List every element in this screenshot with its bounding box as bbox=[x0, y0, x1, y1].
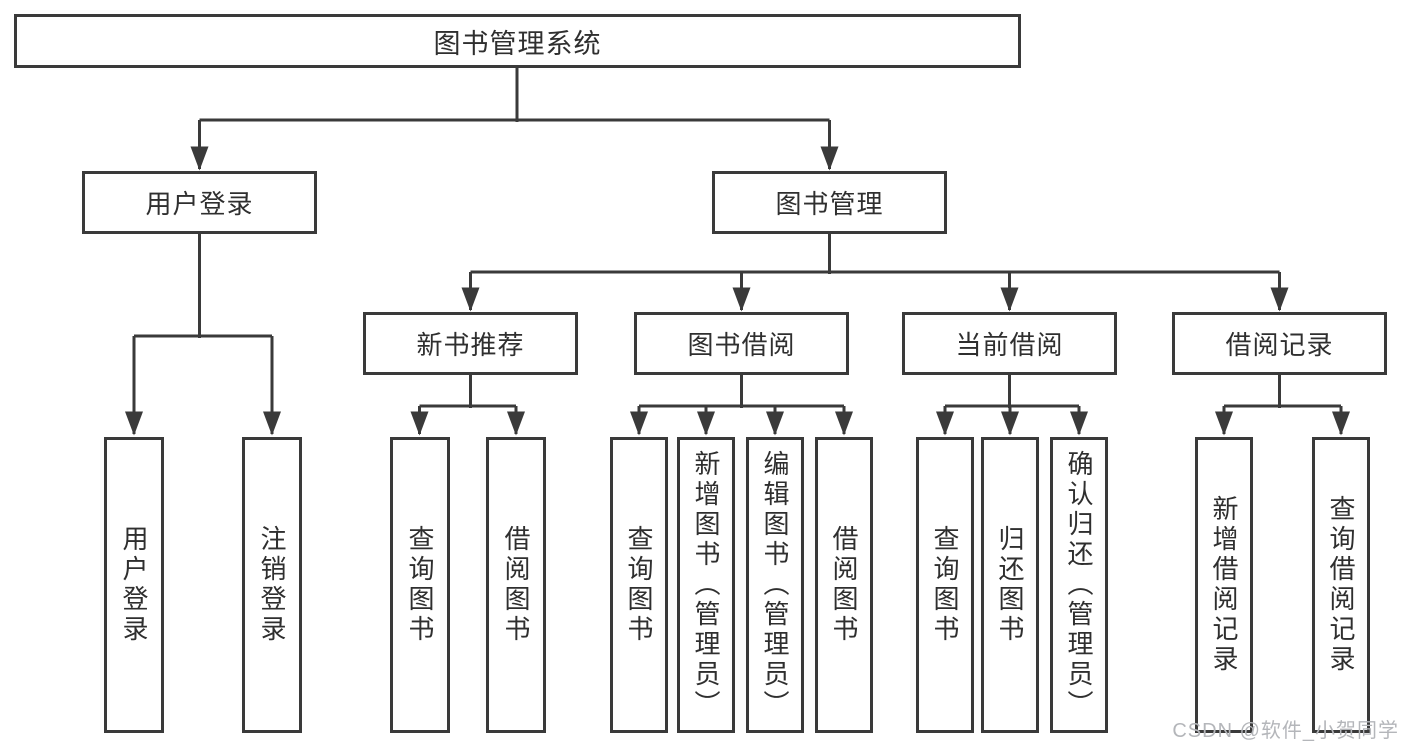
node-user-login: 用户登录 bbox=[82, 171, 317, 234]
leaf-borrow-books-borrow: 借阅图书 bbox=[815, 437, 873, 733]
node-book-borrow: 图书借阅 bbox=[634, 312, 849, 375]
leaf-logout: 注销登录 bbox=[242, 437, 302, 733]
leaf-query-books-current: 查询图书 bbox=[916, 437, 974, 733]
leaf-return-books: 归还图书 bbox=[981, 437, 1039, 733]
leaf-borrow-books-recommend: 借阅图书 bbox=[486, 437, 546, 733]
leaf-edit-books-admin: 编辑图书（管理员） bbox=[746, 437, 804, 733]
node-new-book-recommend: 新书推荐 bbox=[363, 312, 578, 375]
leaf-add-borrow-record: 新增借阅记录 bbox=[1195, 437, 1253, 733]
leaf-query-books-recommend: 查询图书 bbox=[390, 437, 450, 733]
leaf-query-books-borrow: 查询图书 bbox=[610, 437, 668, 733]
node-book-management: 图书管理 bbox=[712, 171, 947, 234]
leaf-confirm-return-admin: 确认归还（管理员） bbox=[1050, 437, 1108, 733]
node-root: 图书管理系统 bbox=[14, 14, 1021, 68]
leaf-add-books-admin: 新增图书（管理员） bbox=[677, 437, 735, 733]
node-borrow-records: 借阅记录 bbox=[1172, 312, 1387, 375]
node-current-borrow: 当前借阅 bbox=[902, 312, 1117, 375]
leaf-query-borrow-record: 查询借阅记录 bbox=[1312, 437, 1370, 733]
watermark: CSDN @软件_小贺同学 bbox=[1172, 720, 1399, 742]
leaf-user-login: 用户登录 bbox=[104, 437, 164, 733]
